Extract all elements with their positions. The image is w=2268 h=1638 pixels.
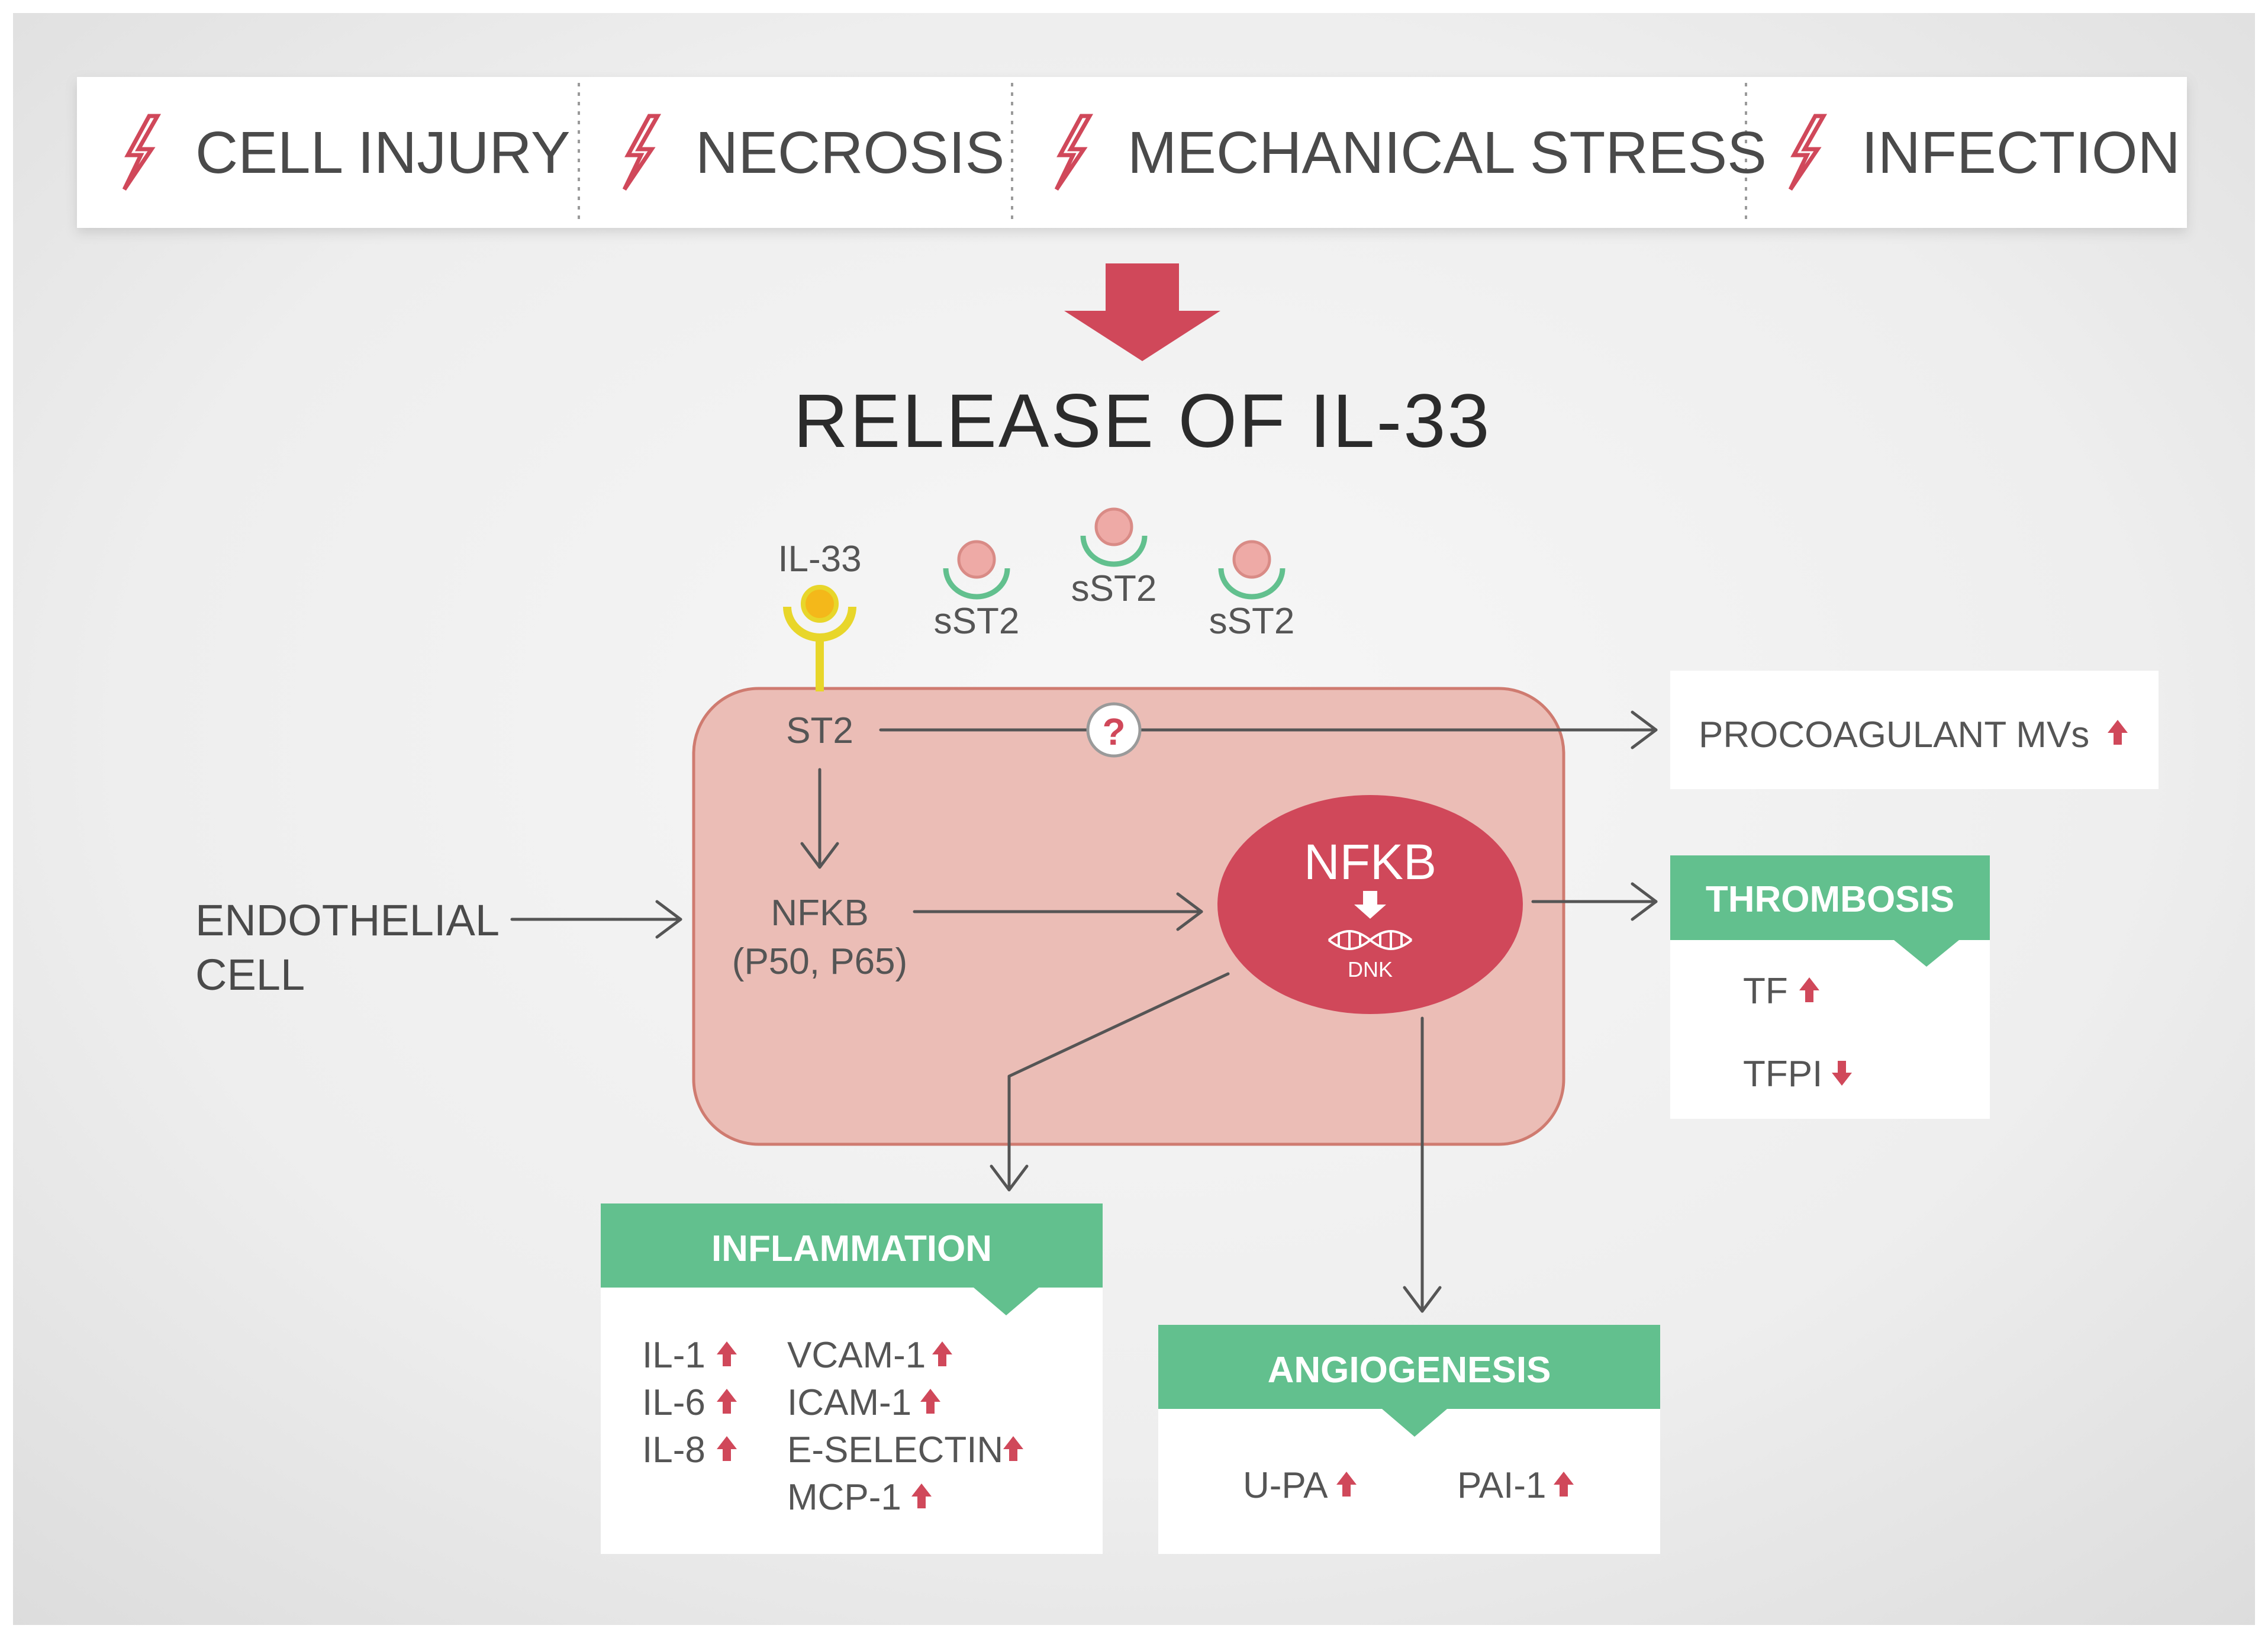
- inflammation-item: ICAM-1: [787, 1382, 911, 1423]
- angiogenesis-box: ANGIOGENESIS U-PA PAI-1: [1158, 1325, 1660, 1554]
- sst2-ball: [957, 540, 996, 579]
- inflammation-title: INFLAMMATION: [711, 1228, 992, 1269]
- trigger-bar: CELL INJURY NECROSIS MECHANICAL STRESS I…: [77, 77, 2187, 228]
- inflammation-header: [601, 1203, 1103, 1315]
- nfkb-cyto-label: NFKB: [771, 893, 868, 934]
- thrombosis-header: [1670, 855, 1990, 967]
- question-mark-text: ?: [1102, 710, 1125, 753]
- inflammation-item: IL-1: [642, 1335, 705, 1376]
- arrowhead: [1403, 1286, 1442, 1313]
- release-arrow: [1064, 263, 1220, 361]
- inflammation-item: E-SELECTIN: [787, 1430, 1003, 1470]
- inflammation-item: MCP-1: [787, 1477, 901, 1518]
- question-bubble: [1086, 702, 1142, 758]
- nfkb-cyto-subunits: (P50, P65): [732, 941, 907, 982]
- il33-ball: [801, 585, 839, 623]
- arrowhead: [1631, 882, 1658, 921]
- sst2-cup: [1218, 568, 1286, 600]
- receptor-cup: [783, 606, 856, 642]
- inflammation-item: IL-8: [642, 1430, 705, 1470]
- sst2-ball: [1232, 540, 1271, 579]
- inflammation-item: IL-6: [642, 1382, 705, 1423]
- st2-label: ST2: [786, 710, 853, 751]
- nucleus-to-inflammation-arrow: [1007, 972, 1230, 1192]
- arrowhead: [1631, 710, 1658, 749]
- angiogenesis-header: [1158, 1325, 1660, 1437]
- arrowhead: [800, 842, 839, 869]
- sst2-molecule: sST2: [1209, 540, 1295, 642]
- trigger-label: CELL INJURY: [195, 120, 571, 186]
- il33-label: IL-33: [778, 539, 861, 580]
- thrombosis-item: TFPI: [1743, 1054, 1822, 1095]
- thrombosis-item: TF: [1743, 971, 1788, 1012]
- trigger-bar-panel: [77, 77, 2187, 228]
- arrowhead: [990, 1164, 1029, 1192]
- thrombosis-title: THROMBOSIS: [1706, 879, 1954, 920]
- nucleus-nfkb-label: NFKB: [1304, 834, 1436, 890]
- angiogenesis-item: U-PA: [1243, 1465, 1328, 1506]
- dna-label: DNK: [1348, 957, 1393, 981]
- thrombosis-box: THROMBOSIS TF TFPI: [1670, 855, 1990, 1119]
- sst2-molecule: sST2: [1071, 507, 1157, 609]
- trigger-label: INFECTION: [1861, 120, 2180, 186]
- sst2-cup: [1080, 535, 1148, 567]
- nucleus: NFKB DNK: [1217, 795, 1523, 1014]
- release-title: RELEASE OF IL-33: [793, 379, 1491, 464]
- trigger-label: NECROSIS: [695, 120, 1004, 186]
- sst2-cup: [943, 568, 1010, 600]
- procoagulant-label: PROCOAGULANT MVs: [1699, 715, 2089, 755]
- endothelial-label-line1: ENDOTHELIAL: [195, 896, 500, 945]
- angiogenesis-item: PAI-1: [1457, 1465, 1546, 1506]
- il33-receptor: IL-33: [778, 539, 862, 691]
- sst2-ball: [1094, 507, 1133, 546]
- arrowhead: [1176, 892, 1203, 931]
- procoagulant-box: PROCOAGULANT MVs: [1670, 671, 2159, 789]
- inflammation-item: VCAM-1: [787, 1335, 926, 1376]
- trigger-label: MECHANICAL STRESS: [1127, 120, 1767, 186]
- sst2-molecule: sST2: [934, 540, 1020, 642]
- inflammation-box: INFLAMMATION IL-1 IL-6 IL-8 VCAM-1 ICAM-…: [601, 1203, 1103, 1554]
- question-mark-icon: ?: [1086, 702, 1142, 758]
- angiogenesis-title: ANGIOGENESIS: [1268, 1350, 1551, 1391]
- nucleus-down-arrow-icon: [1354, 891, 1386, 919]
- sst2-label: sST2: [934, 601, 1020, 642]
- sst2-label: sST2: [1209, 601, 1295, 642]
- procoagulant-panel: [1670, 671, 2159, 789]
- endothelial-label-line2: CELL: [195, 950, 305, 999]
- arrowhead: [655, 900, 682, 939]
- sst2-label: sST2: [1071, 568, 1157, 609]
- dna-helix-icon: [1328, 930, 1413, 950]
